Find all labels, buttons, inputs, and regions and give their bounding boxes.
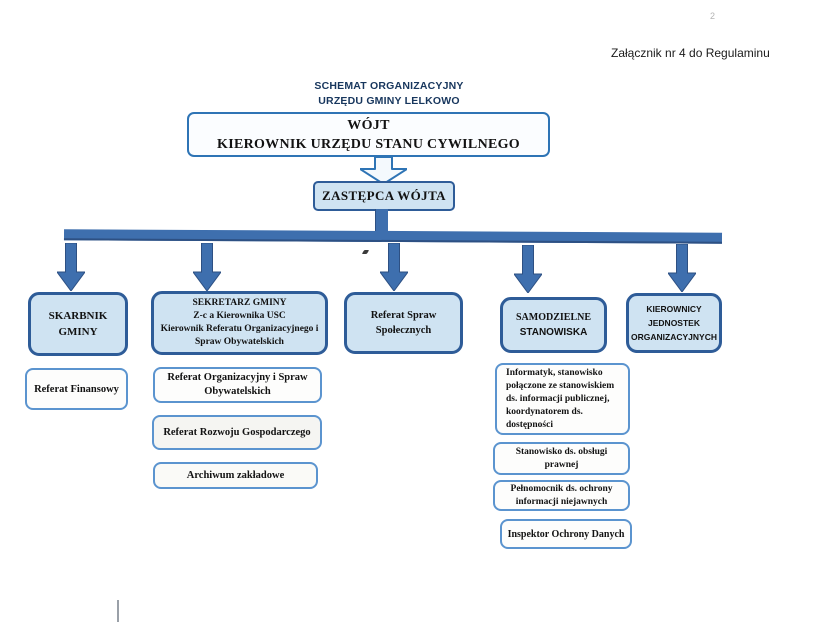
node-wojt-line2: KIEROWNIK URZĘDU STANU CYWILNEGO <box>217 136 520 152</box>
node-ref-spol-line1: Referat Spraw <box>370 310 437 321</box>
node-archiwum-label: Archiwum zakładowe <box>186 470 285 481</box>
diagram-title-line2: URZĘDU GMINY LELKOWO <box>318 95 460 107</box>
node-wojt-line1: WÓJT <box>347 117 390 133</box>
arrow-down-hollow-icon <box>360 157 407 184</box>
node-referat-organizacyjny: Referat Organizacyjny i Spraw Obywatelsk… <box>153 367 322 403</box>
node-kierownicy-jednostek: KIEROWNICY JEDNOSTEK ORGANIZACYJNYCH <box>626 293 722 353</box>
arrow-down-icon <box>57 243 85 291</box>
node-prawna-line2: prawnej <box>544 459 579 470</box>
node-kierownicy-line2: JEDNOSTEK <box>648 318 700 328</box>
scan-artifact-line <box>117 600 119 622</box>
node-samodzielne-line2: STANOWISKA <box>519 327 588 338</box>
node-referat-spraw-spolecznych: Referat Spraw Społecznych <box>344 292 463 354</box>
arrow-down-icon <box>668 244 696 292</box>
node-kierownicy-line3: ORGANIZACYJNYCH <box>631 332 717 342</box>
node-skarbnik-line1: SKARBNIK <box>48 310 108 322</box>
page-number-mark: 2 <box>710 11 716 21</box>
node-referat-rozwoju-gospodarczego: Referat Rozwoju Gospodarczego <box>152 415 322 450</box>
node-sekretarz-gminy: SEKRETARZ GMINY Z-c a Kierownika USC Kie… <box>151 291 328 355</box>
node-skarbnik-line2: GMINY <box>58 326 98 338</box>
node-inspektor-label: Inspektor Ochrony Danych <box>507 528 625 540</box>
node-kierownicy-line1: KIEROWNICY <box>646 304 702 314</box>
node-skarbnik-gminy: SKARBNIK GMINY <box>28 292 128 356</box>
node-pelnomocnik-line1: Pełnomocnik ds. ochrony <box>510 483 613 494</box>
arrow-down-icon <box>514 245 542 293</box>
arrow-down-icon <box>193 243 221 291</box>
node-ref-org-line2: Obywatelskich <box>204 386 271 397</box>
node-samodzielne-stanowiska: SAMODZIELNE STANOWISKA <box>500 297 607 353</box>
node-sekretarz-line2: Z-c a Kierownika USC <box>193 311 286 321</box>
node-finansowy-label: Referat Finansowy <box>34 383 119 395</box>
node-sekretarz-line3: Kierownik Referatu Organizacyjnego i <box>160 324 319 334</box>
connector-vertical <box>375 209 388 236</box>
node-zastepca-wojta: ZASTĘPCA WÓJTA <box>313 181 455 211</box>
node-ref-org-line1: Referat Organizacyjny i Spraw <box>167 372 308 383</box>
node-pelnomocnik-line2: informacji niejawnych <box>515 496 608 507</box>
diagram-title-line1: SCHEMAT ORGANIZACYJNY <box>314 80 464 92</box>
node-inspektor-ochrony-danych: Inspektor Ochrony Danych <box>500 519 632 549</box>
node-informatyk: Informatyk, stanowisko połączone ze stan… <box>495 363 630 435</box>
node-prawna-line1: Stanowisko ds. obsługi <box>515 446 608 457</box>
node-archiwum-zakladowe: Archiwum zakładowe <box>153 462 318 489</box>
node-informatyk-label: Informatyk, stanowisko połączone ze stan… <box>506 367 615 430</box>
node-samodzielne-line1: SAMODZIELNE <box>515 312 591 323</box>
diagram-title: SCHEMAT ORGANIZACYJNY URZĘDU GMINY LELKO… <box>299 79 479 109</box>
node-wojt: WÓJT KIEROWNIK URZĘDU STANU CYWILNEGO <box>187 112 550 157</box>
node-referat-finansowy: Referat Finansowy <box>25 368 128 410</box>
node-zastepca-label: ZASTĘPCA WÓJTA <box>322 188 446 203</box>
node-sekretarz-line4: Spraw Obywatelskich <box>195 337 284 347</box>
node-ref-spol-line2: Społecznych <box>375 325 432 336</box>
scan-artifact-dot <box>361 250 370 254</box>
node-sekretarz-line1: SEKRETARZ GMINY <box>192 298 287 308</box>
attachment-note: Załącznik nr 4 do Regulaminu <box>611 46 770 60</box>
arrow-down-icon <box>380 243 408 291</box>
connector-horizontal-bar <box>63 229 723 244</box>
node-obsluga-prawna: Stanowisko ds. obsługi prawnej <box>493 442 630 475</box>
node-pelnomocnik-niejawne: Pełnomocnik ds. ochrony informacji nieja… <box>493 480 630 511</box>
node-rozwoju-label: Referat Rozwoju Gospodarczego <box>163 427 311 438</box>
